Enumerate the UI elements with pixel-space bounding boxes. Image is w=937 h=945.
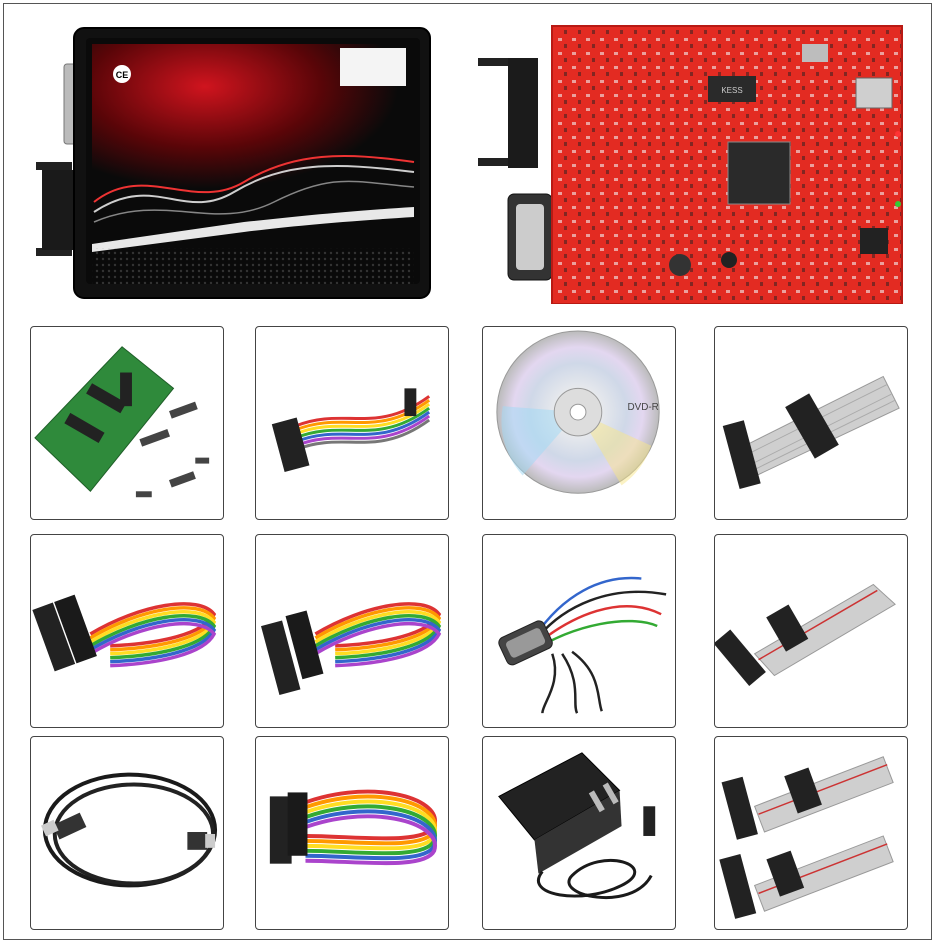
dual-ribbon-cables	[719, 756, 894, 919]
product-collage: CE KESS	[3, 3, 932, 940]
usb-cable	[41, 772, 218, 888]
gray-ribbon-cable	[722, 375, 900, 490]
pcb-image: KESS	[472, 22, 912, 305]
cd-image: DVD-R	[482, 326, 676, 520]
cd-disc-label: DVD-R	[627, 402, 658, 413]
adapter-board-image	[30, 326, 224, 520]
db25-wire-harness-image	[482, 534, 676, 728]
usb-cable-image	[30, 736, 224, 930]
ce-mark-icon	[113, 65, 131, 83]
long-rainbow-cable-2	[261, 602, 442, 695]
long-rainbow-cable-2-image	[255, 534, 449, 728]
cd-disc: DVD-R	[496, 330, 660, 494]
pcb-chip-label: KESS	[721, 86, 742, 95]
db25-wire-harness	[498, 576, 667, 714]
power-adapter-image	[482, 736, 676, 930]
gray-ribbon-cable-2	[715, 583, 896, 686]
gray-ribbon-cable-image	[714, 326, 908, 520]
gray-ribbon-cable-2-image	[714, 534, 908, 728]
wide-rainbow-cable	[269, 789, 437, 866]
short-rainbow-cable-image	[255, 326, 449, 520]
adapter-board	[34, 346, 210, 498]
wide-rainbow-cable-image	[255, 736, 449, 930]
main-unit-image: CE	[34, 22, 434, 304]
short-rainbow-cable	[271, 388, 431, 473]
long-rainbow-cable	[32, 594, 217, 672]
ce-mark-text: CE	[116, 70, 129, 80]
long-rainbow-cable-image	[30, 534, 224, 728]
dual-ribbon-cables-image	[714, 736, 908, 930]
main-unit-case: CE	[36, 27, 431, 299]
power-adapter	[498, 752, 656, 899]
pcb-board: KESS	[478, 25, 903, 305]
